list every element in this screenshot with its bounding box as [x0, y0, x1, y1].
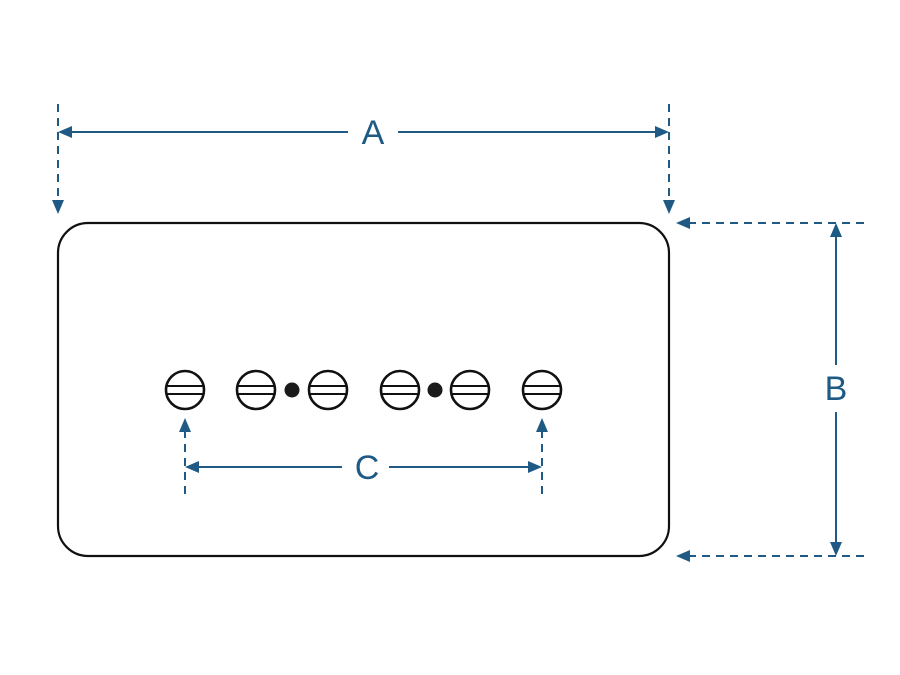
screw-head: [235, 369, 277, 411]
dimension-c: C: [179, 418, 548, 498]
screw-head: [521, 369, 563, 411]
mounting-dot: [284, 382, 300, 398]
arrowhead-up-icon: [179, 418, 191, 432]
slotted-screw-icon: [307, 369, 349, 411]
slotted-screw-icon: [521, 369, 563, 411]
pole-piece-screws: [164, 369, 563, 411]
arrowhead-right-icon: [655, 126, 669, 138]
arrowhead-up-icon: [536, 418, 548, 432]
dimension-a: A: [52, 104, 675, 214]
mounting-dot: [427, 382, 443, 398]
arrowhead-down-icon: [663, 200, 675, 214]
arrowhead-left-icon: [676, 550, 690, 562]
arrowhead-left-icon: [185, 461, 199, 473]
dimension-b: B: [676, 217, 864, 562]
label-a: A: [362, 114, 385, 152]
pickup-body: [56, 221, 671, 558]
slotted-screw-icon: [235, 369, 277, 411]
arrowhead-left-icon: [58, 126, 72, 138]
arrowhead-down-icon: [52, 200, 64, 214]
screw-head: [379, 369, 421, 411]
arrowhead-up-icon: [830, 223, 842, 237]
screw-head: [307, 369, 349, 411]
slotted-screw-icon: [379, 369, 421, 411]
arrowhead-right-icon: [528, 461, 542, 473]
arrowhead-down-icon: [830, 542, 842, 556]
screw-head: [164, 369, 206, 411]
arrowhead-left-icon: [676, 217, 690, 229]
label-b: B: [825, 370, 848, 408]
slotted-screw-icon: [164, 369, 206, 411]
label-c: C: [355, 449, 380, 487]
slotted-screw-icon: [449, 369, 491, 411]
screw-head: [449, 369, 491, 411]
